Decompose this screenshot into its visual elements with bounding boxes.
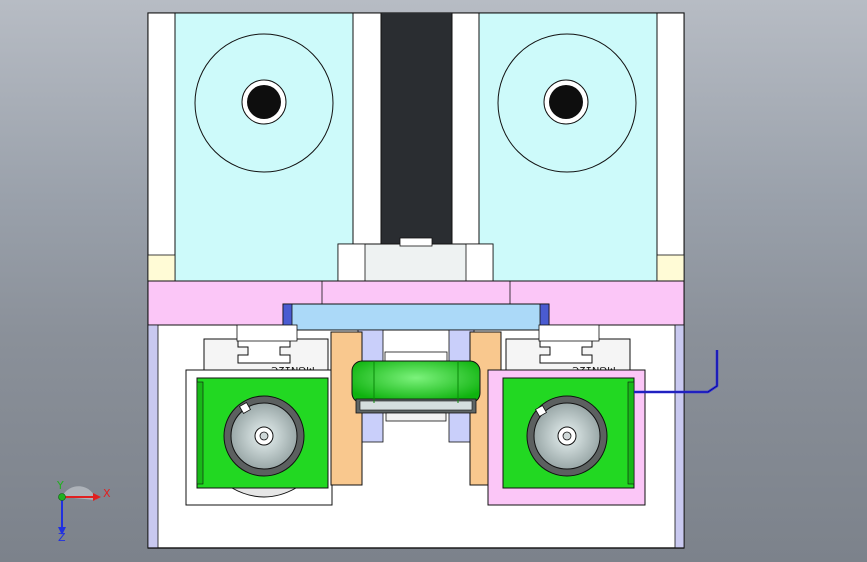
left-pulley-underside [231,487,297,498]
triad-y-axis-dot [58,493,66,501]
center-coupling[interactable] [337,237,494,283]
right-motor[interactable] [451,12,685,282]
right-side-strip [674,324,685,549]
left-side-strip [147,324,159,549]
cross-bar[interactable] [282,303,550,331]
left-drive-block[interactable] [196,377,329,489]
triad-x-label: X [103,487,111,500]
center-roller[interactable] [351,351,481,422]
left-motor[interactable] [147,12,382,282]
right-drive-block[interactable] [502,377,635,489]
triad-z-arrow-icon [58,527,66,535]
triad-x-arrow-icon [93,493,101,501]
triad-y-label: Y [57,479,64,492]
coordinate-triad[interactable] [58,486,101,535]
triad-z-label: Z [58,531,66,544]
